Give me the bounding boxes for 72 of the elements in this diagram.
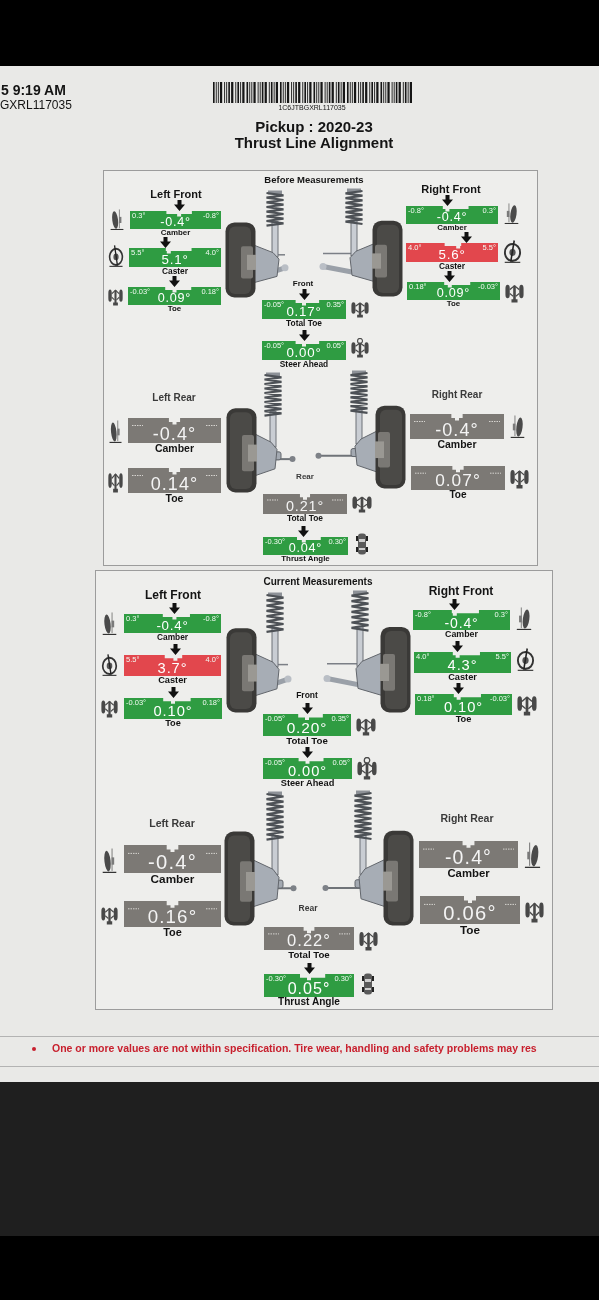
measurement-label: Toe (455, 715, 472, 725)
measurement-value: 0.00° (286, 346, 322, 360)
measurement-value: -0.4° (435, 420, 479, 439)
measurement-value: 4.3° (447, 657, 478, 673)
measurement-label: Total Toe (286, 319, 322, 328)
wheel-position-heading: Left Rear (149, 818, 195, 829)
measurement-label: Toe (165, 493, 184, 504)
measurement-label: Toe (163, 927, 182, 938)
measurement-label: Toe (165, 719, 181, 729)
measurement-value: 0.04° (288, 541, 323, 555)
measurement-panel (103, 170, 538, 566)
measurement-label: Caster (158, 676, 187, 686)
measurement-value: 0.10° (444, 699, 483, 715)
measurement-label: Camber (156, 633, 189, 642)
measurement-value: 3.7° (157, 660, 188, 676)
measurement-label: Total Toe (287, 514, 323, 523)
measurement-value: -0.4° (436, 210, 468, 224)
measurement-value: 0.09° (436, 286, 471, 300)
measurement-value: 0.20° (286, 720, 328, 736)
measurement-value: 0.06° (443, 903, 497, 924)
vin-fragment: GXRL117035 (0, 99, 72, 111)
measurement-label: Camber (150, 873, 195, 885)
measurement-label: Caster (439, 262, 465, 271)
measurement-value: -0.4° (160, 215, 191, 229)
axle-heading: Front (292, 280, 314, 288)
measurement-label: Camber (447, 868, 490, 880)
measurement-value: 5.1° (161, 253, 189, 267)
wheel-position-heading: Left Rear (152, 393, 196, 403)
measurement-value: 0.22° (287, 932, 331, 950)
report-title: Thrust Line Alignment (234, 135, 394, 150)
measurement-value: -0.4° (152, 424, 197, 443)
wheel-position-heading: Left Front (150, 189, 202, 200)
measurement-value: -0.4° (444, 848, 493, 868)
measurement-value: -0.4° (444, 615, 479, 630)
measurement-label: Caster (162, 267, 188, 276)
wheel-position-heading: Right Front (428, 585, 494, 597)
measurement-value: 0.00° (288, 763, 327, 779)
measurement-value: 0.05° (287, 980, 331, 997)
measurement-label: Steer Ahead (280, 779, 335, 789)
measurement-label: Toe (449, 490, 467, 501)
wheel-position-heading: Right Front (421, 184, 481, 195)
wheel-position-heading: Right Rear (431, 390, 483, 400)
measurement-label: Caster (448, 673, 477, 683)
wheel-position-heading: Right Rear (440, 813, 494, 824)
print-time: 5 9:19 AM (1, 83, 66, 97)
measurement-label: Camber (437, 439, 477, 450)
warning-note: One or more values are not within specification. Tire wear, handling and safety problems may res (52, 1043, 537, 1054)
axle-heading: Rear (298, 904, 318, 913)
measurement-value: 0.14° (150, 474, 199, 493)
panel-title: Current Measurements (263, 577, 373, 587)
measurement-label: Toe (460, 924, 480, 936)
measurement-value: 0.17° (286, 305, 322, 319)
measurement-panel (95, 570, 553, 1010)
measurement-label: Camber (154, 443, 195, 454)
measurement-value: 0.07° (435, 472, 481, 490)
panel-title: Before Measurements (264, 175, 364, 185)
axle-heading: Rear (296, 473, 314, 481)
measurement-value: 0.16° (147, 907, 198, 927)
measurement-label: Camber (445, 630, 478, 639)
measurement-value: 5.6° (438, 248, 466, 262)
measurement-value: 0.10° (153, 703, 193, 719)
measurement-value: -0.4° (148, 852, 197, 873)
axle-heading: Front (296, 691, 318, 700)
measurement-value: 0.09° (157, 291, 192, 305)
measurement-value: -0.4° (156, 619, 189, 633)
measurement-label: Total Toe (286, 736, 328, 746)
measurement-label: Thrust Angle (278, 997, 340, 1008)
measurement-label: Total Toe (288, 950, 330, 960)
measurement-value: 0.21° (285, 499, 325, 514)
wheel-position-heading: Left Front (145, 589, 201, 601)
vehicle-description: Pickup : 2020-23 (255, 119, 373, 134)
measurement-label: Steer Ahead (279, 360, 329, 369)
